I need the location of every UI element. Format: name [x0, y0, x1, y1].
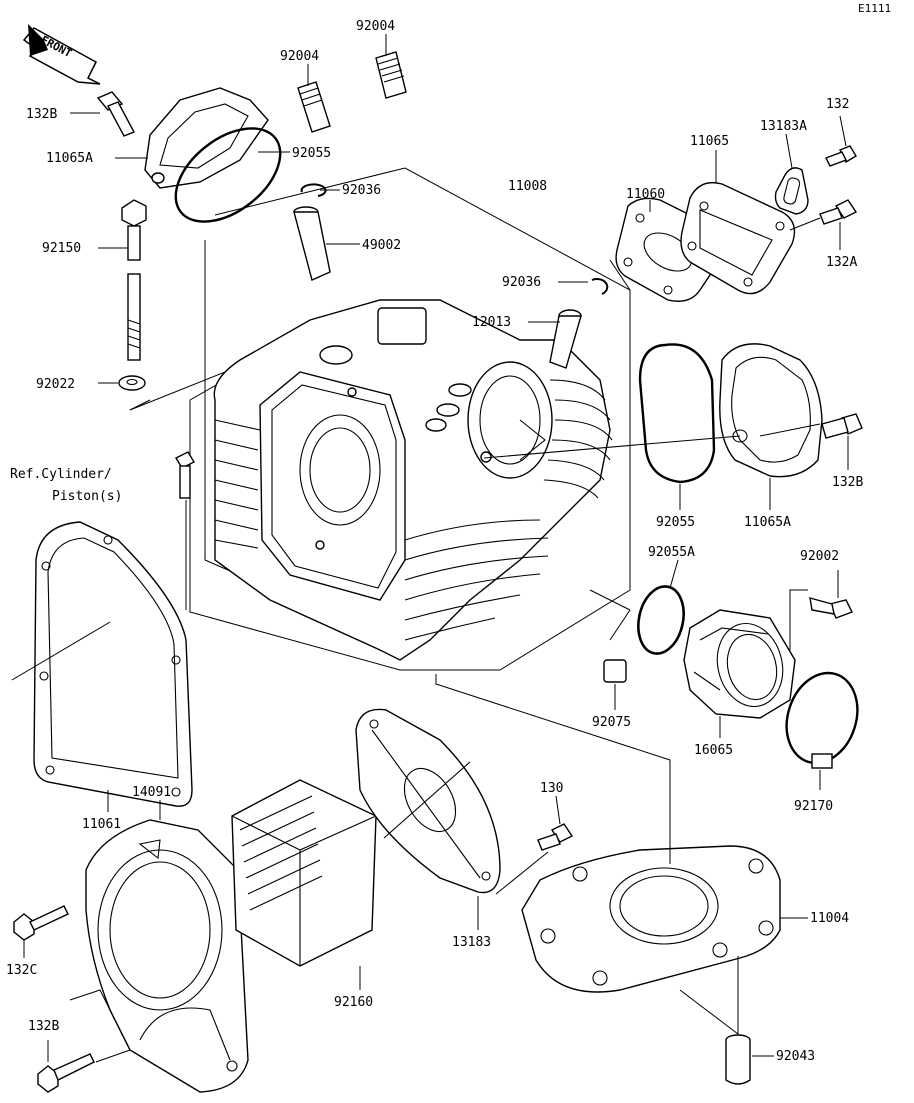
bolt-92150	[98, 199, 147, 361]
bolt-130	[537, 795, 574, 851]
valve-guide-49002	[293, 206, 360, 281]
label-16065: 16065	[694, 743, 733, 758]
label-92004-top: 92004	[356, 19, 395, 34]
bolt-132C	[13, 905, 69, 958]
bolt-92002	[789, 570, 853, 656]
label-11004: 11004	[810, 911, 849, 926]
part-labels: 92004 92004 132B 11065A 92055 92036 1100…	[6, 19, 863, 1064]
label-92036-top: 92036	[342, 183, 381, 198]
label-11065A-left: 11065A	[46, 151, 93, 166]
cover-14091	[85, 800, 249, 1093]
holder-16065	[683, 609, 796, 738]
label-132B-top: 132B	[26, 107, 57, 122]
gasket-11004	[435, 674, 808, 993]
label-11065-top: 11065	[690, 134, 729, 149]
cap-92075	[603, 659, 627, 710]
plate-13183A	[774, 133, 809, 215]
label-92055-left: 92055	[292, 146, 331, 161]
label-130: 130	[540, 781, 563, 796]
label-11060: 11060	[626, 187, 665, 202]
label-11065A-right: 11065A	[744, 515, 791, 530]
label-92160: 92160	[334, 995, 373, 1010]
cover-11065-top	[680, 150, 796, 295]
label-11061: 11061	[82, 817, 121, 832]
stud-92004-top	[375, 34, 407, 99]
label-132B-bottom: 132B	[28, 1019, 59, 1034]
front-arrow-icon: FRONT	[22, 24, 101, 85]
label-13183A: 13183A	[760, 119, 807, 134]
label-132C: 132C	[6, 963, 37, 978]
ref-note-line-1: Ref.Cylinder/	[10, 467, 112, 482]
label-132B-right: 132B	[832, 475, 863, 490]
circlip-92036-top	[300, 183, 340, 197]
o-ring-92055A	[637, 559, 685, 655]
plate-13183	[355, 708, 549, 930]
bolt-132B-right	[821, 413, 863, 470]
circlip-92036-right	[558, 277, 609, 295]
stud-92004-mid	[297, 64, 331, 133]
bolt-132	[825, 115, 857, 167]
ref-bolt	[175, 451, 195, 610]
pin-92043	[679, 956, 774, 1085]
label-13183: 13183	[452, 935, 491, 950]
label-92170: 92170	[794, 799, 833, 814]
label-92055A: 92055A	[648, 545, 695, 560]
label-92075: 92075	[592, 715, 631, 730]
cover-11065A-left	[115, 87, 269, 189]
valve-guide-12013	[528, 309, 582, 369]
label-11008: 11008	[508, 179, 547, 194]
label-92150: 92150	[42, 241, 81, 256]
label-132: 132	[826, 97, 849, 112]
bolt-132A	[789, 199, 858, 250]
damper-92160	[231, 779, 377, 990]
cylinder-head-11008	[213, 299, 613, 661]
ref-note-line-2: Piston(s)	[52, 489, 122, 504]
cover-11065A-right	[483, 343, 823, 510]
label-14091: 14091	[132, 785, 171, 800]
label-92002: 92002	[800, 549, 839, 564]
label-49002: 49002	[362, 238, 401, 253]
bolt-132B-bottom	[37, 989, 131, 1093]
o-ring-92055-right	[638, 343, 716, 510]
label-132A: 132A	[826, 255, 857, 270]
label-92043: 92043	[776, 1049, 815, 1064]
diagram-code: E1111	[858, 2, 891, 15]
washer-92022	[98, 375, 146, 391]
label-92022: 92022	[36, 377, 75, 392]
bolt-132B-top	[70, 91, 135, 137]
gasket-11061	[11, 521, 193, 812]
label-92055-right: 92055	[656, 515, 695, 530]
label-12013: 12013	[472, 315, 511, 330]
o-ring-92055-left	[174, 127, 290, 223]
label-92004-mid: 92004	[280, 49, 319, 64]
clamp-92170	[785, 671, 859, 790]
label-92036-right: 92036	[502, 275, 541, 290]
